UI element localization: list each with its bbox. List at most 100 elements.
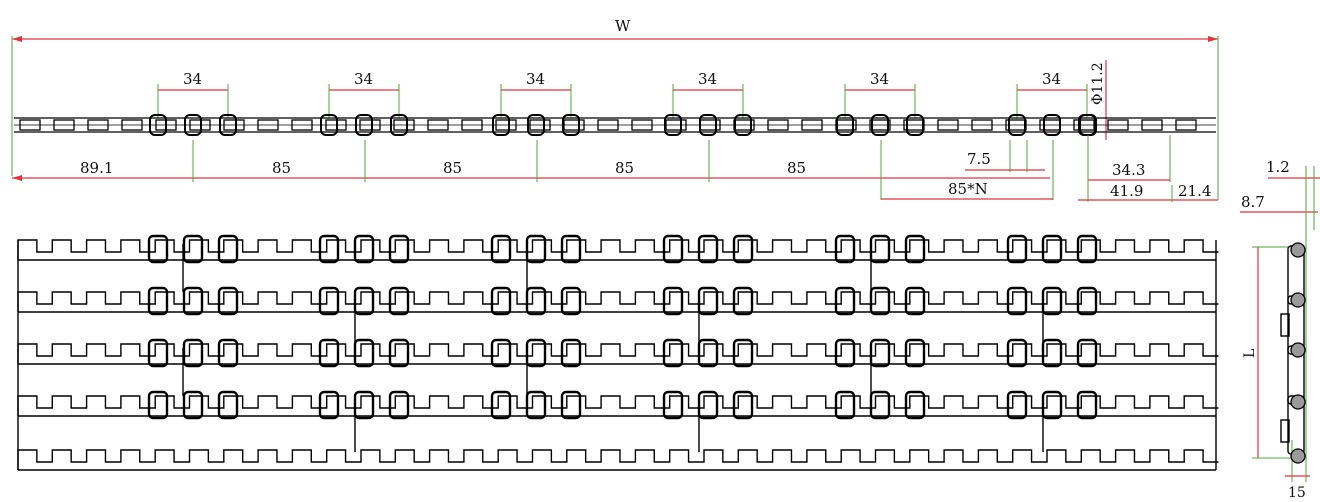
plan-lug [147, 286, 169, 316]
profile-pin-link [699, 114, 717, 136]
plan-lug [1076, 234, 1098, 264]
overall-width-dimension: W [11, 17, 1219, 200]
plan-lug [662, 286, 684, 316]
plan-lug [182, 390, 204, 420]
plan-lug [1076, 286, 1098, 316]
plan-lug [1006, 338, 1028, 368]
module-pitch-n-label: 85*N [948, 180, 988, 198]
pitch-34-label: 34 [1042, 70, 1061, 88]
profile-link [801, 119, 823, 131]
side-section-view: 1.2 8.7 15 L [1240, 158, 1320, 501]
side-height-label: 15 [1288, 485, 1306, 501]
profile-link [121, 119, 143, 131]
profile-pin-link [664, 114, 682, 136]
plan-lug [697, 338, 719, 368]
plan-lug [560, 338, 582, 368]
profile-pin-link [149, 114, 167, 136]
plan-lug [318, 234, 340, 264]
plan-lug [490, 234, 512, 264]
plan-lug [560, 286, 582, 316]
plan-lug [147, 234, 169, 264]
profile-link [291, 119, 313, 131]
profile-link [529, 119, 551, 131]
pitch-34-label: 34 [526, 70, 545, 88]
profile-pin-link [871, 114, 889, 136]
offset-34-3-label: 34.3 [1112, 161, 1145, 179]
plan-row-edge [17, 291, 1219, 312]
plan-lug [490, 390, 512, 420]
profile-link [257, 119, 279, 131]
profile-pin-link [390, 114, 408, 136]
module-pitch-label: 85 [615, 159, 634, 177]
profile-pin-link [562, 114, 580, 136]
profile-link [495, 119, 517, 131]
pitch-34-dim-6: 34 [1016, 70, 1088, 118]
pitch-34-dim-4: 34 [672, 70, 744, 118]
plan-lug [732, 286, 754, 316]
module-pitch-label: 85 [787, 159, 806, 177]
plan-row-edge [17, 343, 1219, 364]
profile-pin-link [1043, 114, 1061, 136]
pitch-34-label: 34 [870, 70, 889, 88]
profile-pin-link [184, 114, 202, 136]
plan-lug [1076, 390, 1098, 420]
pitch-34-label: 34 [183, 70, 202, 88]
profile-link [597, 119, 619, 131]
pitch-34-dim-3: 34 [500, 70, 572, 118]
belt-plan-view [17, 234, 1219, 471]
plan-lug [1006, 286, 1028, 316]
plan-lug [217, 234, 239, 264]
profile-pin-link [527, 114, 545, 136]
plan-lug [388, 234, 410, 264]
gap-7-5-label: 7.5 [967, 150, 991, 168]
plan-lug [490, 286, 512, 316]
profile-link [393, 119, 415, 131]
profile-link [631, 119, 653, 131]
pitch-34-dim-2: 34 [328, 70, 400, 118]
plan-lug [732, 234, 754, 264]
plan-lug [217, 338, 239, 368]
pitch-34-dim-1: 34 [157, 70, 229, 118]
plan-lug [662, 390, 684, 420]
profile-link [1175, 119, 1197, 131]
profile-pin-link [734, 114, 752, 136]
plan-lug [1076, 338, 1098, 368]
profile-link [223, 119, 245, 131]
profile-pin-link [492, 114, 510, 136]
plan-lug [490, 338, 512, 368]
offset-41-9-label: 41.9 [1110, 182, 1143, 200]
plan-lug [318, 338, 340, 368]
profile-link [427, 119, 449, 131]
overall-width-label: W [615, 17, 631, 35]
profile-link [971, 119, 993, 131]
plan-lug [834, 286, 856, 316]
plan-lug [869, 286, 891, 316]
plan-lug [217, 286, 239, 316]
profile-link [1107, 119, 1129, 131]
profile-pin-link [355, 114, 373, 136]
plan-lug [662, 234, 684, 264]
edge-offset-label: 89.1 [80, 159, 113, 177]
plan-lug [388, 390, 410, 420]
profile-pin-link [1008, 114, 1026, 136]
side-thickness-label: 1.2 [1266, 158, 1290, 176]
plan-lug [1006, 234, 1028, 264]
plan-lug [560, 234, 582, 264]
plan-lug [834, 390, 856, 420]
pitch-34-dimensions: 34 34 34 34 34 [157, 70, 1088, 118]
plan-lug [732, 390, 754, 420]
plan-lug [560, 390, 582, 420]
profile-link [767, 119, 789, 131]
module-pitch-label: 85 [443, 159, 462, 177]
profile-pin-link [320, 114, 338, 136]
plan-lug [182, 338, 204, 368]
plan-lug [697, 234, 719, 264]
plan-lug [353, 234, 375, 264]
profile-link [869, 119, 891, 131]
plan-lug [182, 286, 204, 316]
plan-lug [904, 338, 926, 368]
profile-link [19, 119, 41, 131]
plan-row-edge [17, 239, 1219, 260]
side-pins [1290, 242, 1306, 464]
